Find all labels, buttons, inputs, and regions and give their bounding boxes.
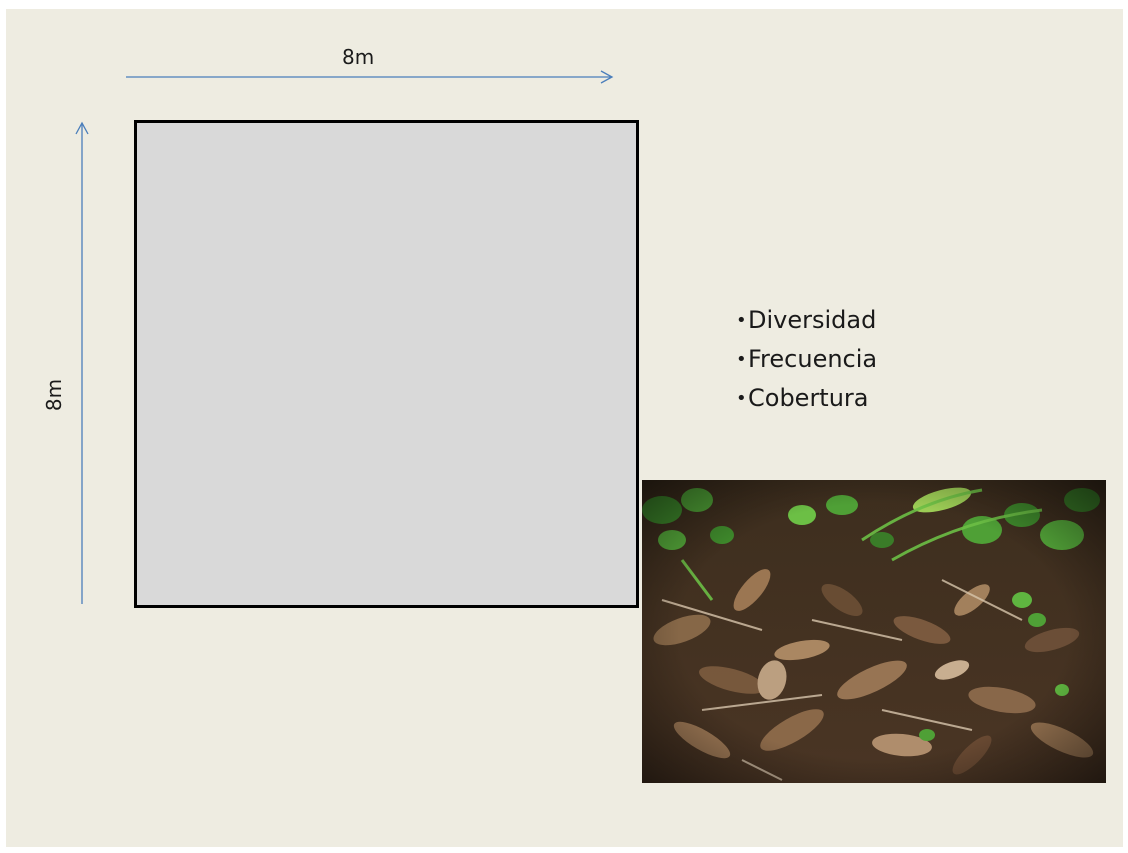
list-item-label: Frecuencia bbox=[748, 345, 878, 373]
measurement-list: •Diversidad •Frecuencia •Cobertura bbox=[736, 301, 877, 418]
bullet-icon: • bbox=[736, 349, 747, 370]
list-item-label: Cobertura bbox=[748, 384, 869, 412]
list-item: •Diversidad bbox=[736, 301, 877, 340]
bullet-icon: • bbox=[736, 388, 747, 409]
sampling-plot-square bbox=[134, 120, 639, 608]
vertical-arrow-head bbox=[75, 121, 89, 135]
list-item: •Cobertura bbox=[736, 379, 877, 418]
list-item: •Frecuencia bbox=[736, 340, 877, 379]
bullet-icon: • bbox=[736, 310, 747, 331]
list-item-label: Diversidad bbox=[748, 306, 877, 334]
horizontal-arrow-head bbox=[600, 70, 614, 84]
leaf-litter-photo bbox=[642, 480, 1106, 783]
width-dimension-label: 8m bbox=[342, 45, 375, 69]
height-dimension-label: 8m bbox=[42, 378, 67, 412]
